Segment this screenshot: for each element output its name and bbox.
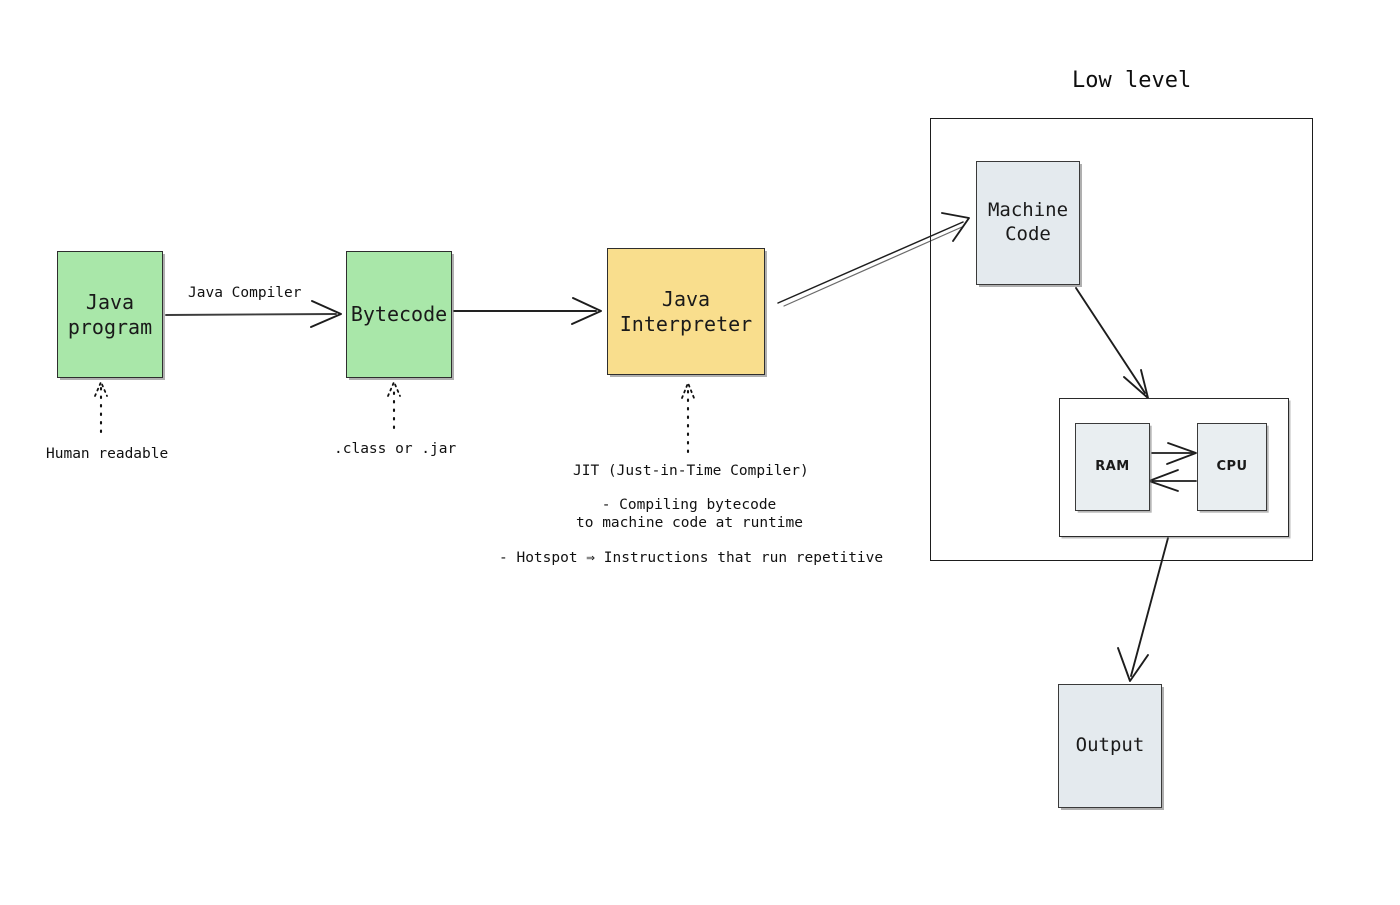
dotted-connector-class-or-jar xyxy=(387,381,401,430)
annotation-jit-title: JIT (Just-in-Time Compiler) xyxy=(573,463,809,479)
arrow-java-program-to-bytecode xyxy=(165,300,342,328)
output-box[interactable]: Output xyxy=(1058,684,1162,808)
annotation-human-readable: Human readable xyxy=(46,446,169,462)
dotted-connector-jit xyxy=(681,382,695,454)
bytecode-box[interactable]: Bytecode xyxy=(346,251,452,378)
edge-label-java-compiler: Java Compiler xyxy=(188,285,302,301)
low-level-container xyxy=(930,118,1313,561)
low-level-title: Low level xyxy=(1072,68,1192,93)
cpu-box[interactable]: CPU xyxy=(1197,423,1267,511)
ram-box[interactable]: RAM xyxy=(1075,423,1150,511)
arrow-bytecode-to-interpreter xyxy=(453,297,602,325)
annotation-jit-line2: to machine code at runtime xyxy=(576,515,803,531)
annotation-hotspot: - Hotspot ⇒ Instructions that run repeti… xyxy=(499,550,884,566)
annotation-class-or-jar: .class or .jar xyxy=(334,441,457,457)
memory-unit-container xyxy=(1059,398,1289,537)
java-program-box[interactable]: Java program xyxy=(57,251,163,378)
machine-code-box[interactable]: Machine Code xyxy=(976,161,1080,285)
annotation-jit-line1: - Compiling bytecode xyxy=(601,497,777,513)
java-interpreter-box[interactable]: Java Interpreter xyxy=(607,248,765,375)
dotted-connector-human-readable xyxy=(94,381,108,434)
